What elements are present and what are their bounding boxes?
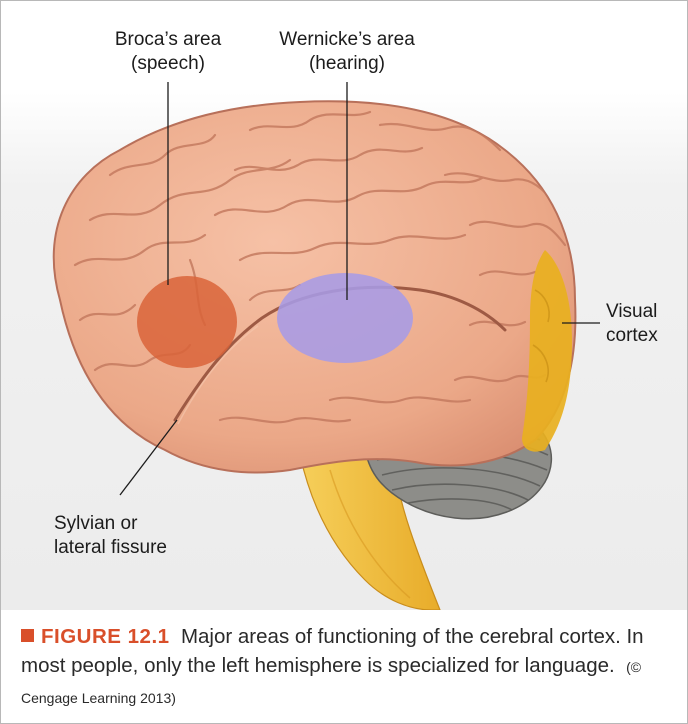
square-bullet-icon xyxy=(21,629,34,642)
visual-label-line2: cortex xyxy=(606,324,658,348)
sylvian-label-line2: lateral fissure xyxy=(54,536,167,560)
wernicke-area-region xyxy=(277,273,413,363)
broca-area-label: Broca’s area (speech) xyxy=(115,28,221,76)
visual-label-line1: Visual xyxy=(606,300,658,324)
wernicke-area-label: Wernicke’s area (hearing) xyxy=(279,28,415,76)
sylvian-fissure-label: Sylvian or lateral fissure xyxy=(54,512,167,560)
figure-caption: FIGURE 12.1 Major areas of functioning o… xyxy=(21,622,671,713)
broca-label-line2: (speech) xyxy=(115,52,221,76)
sylvian-label-line1: Sylvian or xyxy=(54,512,167,536)
broca-area-region xyxy=(137,276,237,368)
visual-cortex-label: Visual cortex xyxy=(606,300,658,348)
wernicke-label-line1: Wernicke’s area xyxy=(279,28,415,52)
wernicke-label-line2: (hearing) xyxy=(279,52,415,76)
figure-number: FIGURE 12.1 xyxy=(41,625,170,648)
broca-label-line1: Broca’s area xyxy=(115,28,221,52)
